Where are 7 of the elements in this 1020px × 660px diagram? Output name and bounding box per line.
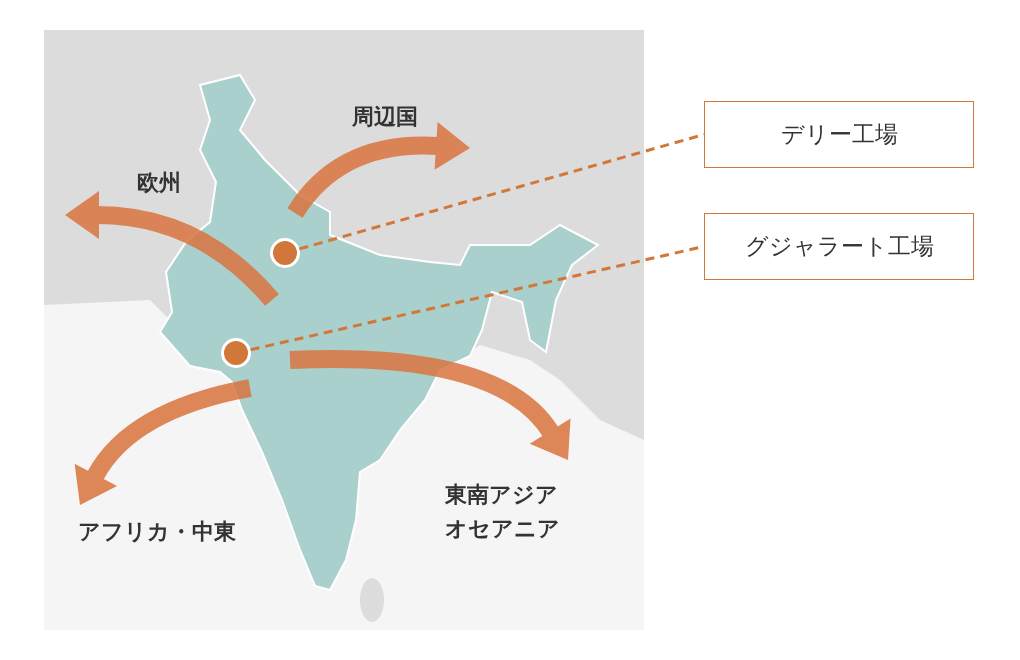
factory-box: グジャラート工場 — [704, 213, 974, 280]
region-label: 周辺国 — [352, 103, 418, 131]
dashed-line — [299, 133, 705, 251]
region-label: 東南アジアオセアニア — [445, 481, 561, 543]
region-label: 欧州 — [137, 169, 181, 197]
region-label: アフリカ・中東 — [78, 518, 236, 546]
factory-box: デリー工場 — [704, 101, 974, 168]
